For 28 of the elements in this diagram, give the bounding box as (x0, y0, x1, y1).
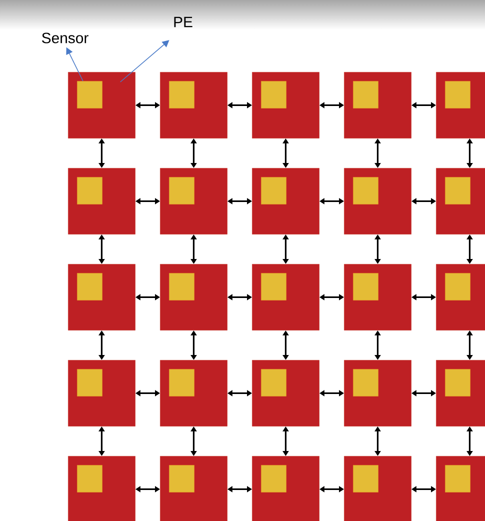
sensor-square (169, 177, 194, 204)
sensor-square (77, 81, 102, 108)
sensor-square (77, 273, 102, 300)
sensor-square (169, 369, 194, 396)
sensor-square (445, 81, 470, 108)
leader-line (120, 40, 170, 82)
sensor-square (169, 81, 194, 108)
sensor-square (261, 177, 286, 204)
sensor-square (445, 369, 470, 396)
sensor-square (353, 369, 378, 396)
sensor-square (169, 273, 194, 300)
label: PE (174, 16, 192, 28)
sensor-square (353, 177, 378, 204)
sensor-square (261, 369, 286, 396)
sensor-square (261, 273, 286, 300)
sensor-square (445, 177, 470, 204)
sensor-square (353, 273, 378, 300)
sensor-square (353, 465, 378, 492)
sensor-square (261, 465, 286, 492)
label: Sensor (42, 32, 88, 44)
sensor-square (77, 177, 102, 204)
sensor-square (445, 465, 470, 492)
sensor-square (445, 273, 470, 300)
sensor-square (169, 465, 194, 492)
sensor-square (353, 81, 378, 108)
sensor-square (261, 81, 286, 108)
sensor-square (77, 369, 102, 396)
sensor-square (77, 465, 102, 492)
